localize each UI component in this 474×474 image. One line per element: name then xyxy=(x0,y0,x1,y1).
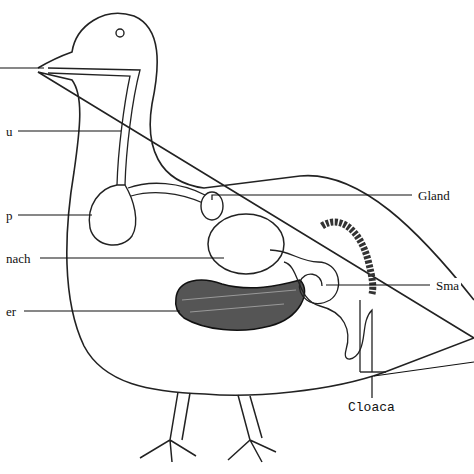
intestine xyxy=(270,250,372,372)
part-label: er xyxy=(4,304,18,319)
esophagus xyxy=(48,68,140,185)
liver xyxy=(176,280,305,330)
tube xyxy=(128,183,205,203)
bird-legs xyxy=(140,392,276,462)
part-label: nach xyxy=(4,251,33,266)
leader-lines xyxy=(0,68,474,398)
gizzard xyxy=(208,214,284,274)
bird-outline xyxy=(38,13,474,395)
part-label: Cloaca xyxy=(346,400,397,415)
caecum xyxy=(322,222,373,294)
part-label: Sma xyxy=(434,278,461,293)
liver-texture xyxy=(182,290,296,312)
crop xyxy=(89,185,135,245)
bird-eye xyxy=(116,29,124,37)
part-label: p xyxy=(4,208,15,223)
part-label: u xyxy=(4,124,15,139)
cloaca-opening xyxy=(360,371,386,372)
part-label: Gland xyxy=(416,188,452,203)
